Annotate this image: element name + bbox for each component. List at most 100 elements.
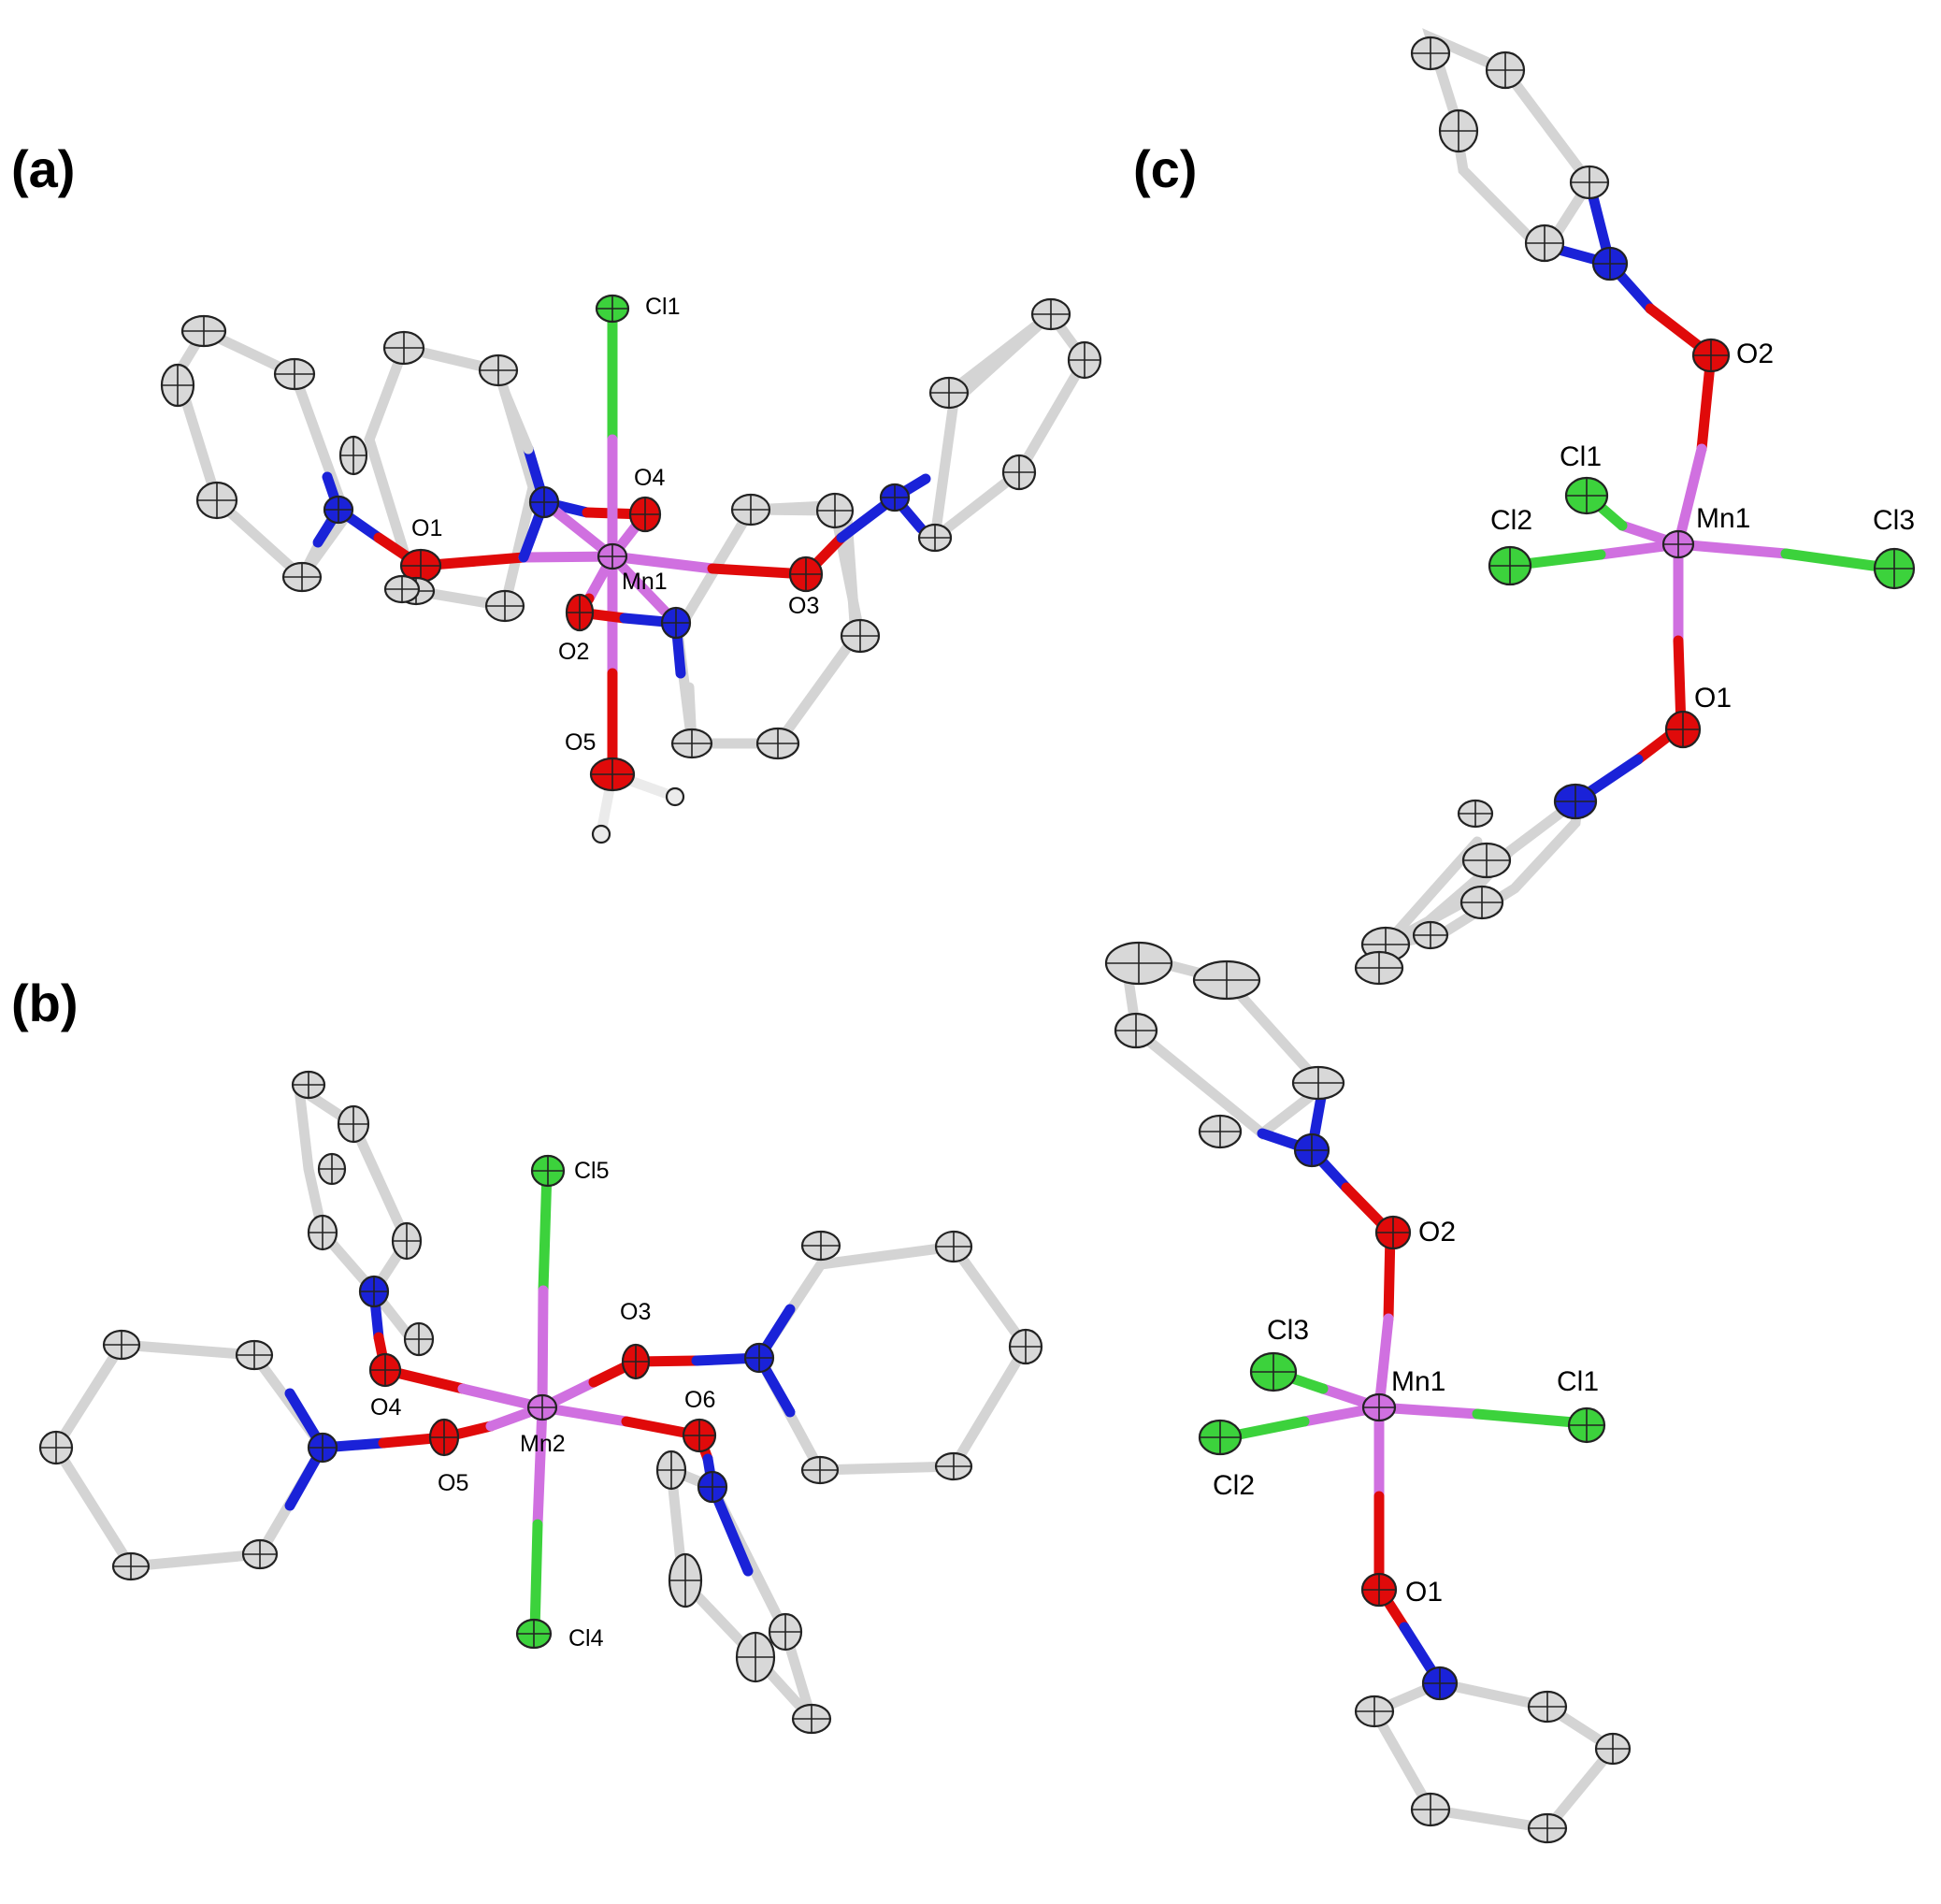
ellipsoid-axes — [1487, 52, 1524, 88]
bond-mn — [1673, 539, 1791, 559]
ellipsoid-axes — [598, 544, 626, 569]
label-upper-o2: O2 — [1736, 339, 1774, 369]
panel-a-carbon-atoms — [160, 297, 1102, 760]
bond-c — [499, 387, 534, 454]
ellipsoid-axes — [1666, 712, 1700, 747]
ellipsoid-axes — [1461, 887, 1502, 918]
label-lower-o2: O2 — [1418, 1217, 1456, 1248]
ellipsoid-axes — [360, 1277, 388, 1306]
ellipsoid-axes — [370, 1354, 400, 1386]
label-upper-cl2: Cl2 — [1490, 505, 1532, 536]
ellipsoid-axes — [1194, 961, 1259, 999]
ellipsoid-axes — [1596, 1734, 1630, 1764]
label-mn2: Mn2 — [520, 1431, 566, 1457]
label-upper-mn1: Mn1 — [1696, 503, 1750, 534]
ellipsoid-axes — [283, 563, 321, 591]
label-upper-o1: O1 — [1694, 683, 1732, 714]
ellipsoid-axes — [1200, 1116, 1241, 1147]
label-lower-o1: O1 — [1405, 1577, 1443, 1608]
ellipsoid-axes — [401, 550, 440, 582]
bond-mn — [537, 1285, 549, 1413]
ellipsoid-axes — [1362, 1574, 1396, 1606]
ellipsoid-axes — [1293, 1067, 1344, 1099]
ellipsoid-axes — [1529, 1692, 1566, 1722]
ellipsoid-axes — [930, 378, 968, 408]
ellipsoid-axes — [393, 1223, 421, 1259]
bond-c — [50, 1339, 329, 1572]
ellipsoid-axes — [1356, 1696, 1393, 1726]
ellipsoid-axes — [802, 1457, 838, 1483]
label-o5: O5 — [438, 1470, 468, 1496]
label-o1: O1 — [411, 515, 442, 541]
ellipsoid-axes — [340, 437, 367, 474]
label-lower-mn1: Mn1 — [1391, 1366, 1445, 1397]
panel-b-carbon-atoms — [38, 1070, 1043, 1735]
ellipsoid-axes — [1593, 248, 1627, 280]
ellipsoid-axes — [324, 497, 352, 523]
bond-c — [1367, 1678, 1621, 1834]
bond-cl — [529, 1519, 543, 1637]
label-o2: O2 — [558, 639, 589, 665]
ellipsoid-axes — [1003, 455, 1035, 489]
ellipsoid-axes — [1032, 299, 1070, 329]
ellipsoid-axes — [197, 483, 237, 518]
panel-c-upper-carbon-atoms — [1354, 36, 1610, 986]
label-cl5: Cl5 — [574, 1158, 610, 1184]
ellipsoid-axes — [1875, 549, 1914, 588]
ellipsoid-axes — [672, 729, 712, 757]
ellipsoid-axes — [769, 1614, 801, 1650]
ellipsoid-axes — [162, 365, 194, 406]
label-o5: O5 — [565, 729, 596, 756]
ellipsoid-axes — [338, 1106, 368, 1142]
ellipsoid-axes — [309, 1216, 337, 1249]
panel-c-lower-labels: O2 Cl3 Mn1 Cl1 Cl2 O1 — [1213, 1217, 1599, 1608]
ellipsoid-axes — [1423, 1667, 1457, 1699]
label-cl4: Cl4 — [568, 1625, 604, 1652]
panel-b: (b) — [11, 974, 1043, 1735]
label-o6: O6 — [684, 1387, 715, 1413]
panel-c-upper-bonds — [1369, 28, 1899, 974]
ellipsoid-axes — [1069, 342, 1100, 378]
ellipsoid-axes — [567, 595, 593, 630]
ellipsoid-axes — [591, 758, 634, 790]
bond-c — [1380, 836, 1483, 950]
label-upper-cl3: Cl3 — [1873, 505, 1915, 536]
panel-a: (a) — [11, 139, 1102, 844]
ellipsoid-axes — [1569, 1408, 1604, 1442]
label-o3: O3 — [788, 593, 819, 619]
ellipsoid-axes — [237, 1341, 272, 1369]
ellipsoid-axes — [1251, 1353, 1296, 1391]
ellipsoid-axes — [669, 1554, 701, 1607]
ellipsoid-axes — [293, 1072, 324, 1098]
ellipsoid-axes — [113, 1553, 149, 1579]
ellipsoid-axes — [1376, 1217, 1410, 1248]
ellipsoid-axes — [936, 1232, 971, 1262]
ellipsoid-axes — [309, 1434, 337, 1462]
panel-c-lower-carbon-atoms — [1104, 941, 1632, 1844]
ellipsoid-axes — [486, 591, 524, 621]
ellipsoid-axes — [104, 1331, 139, 1359]
panel-a-atom-labels: Cl1 O1 O4 Mn1 O3 O2 O5 — [411, 294, 819, 756]
ellipsoid-axes — [319, 1154, 345, 1184]
panel-c-lower-atoms — [1104, 941, 1632, 1844]
ellipsoid-axes — [1489, 547, 1531, 584]
ellipsoid-axes — [1663, 531, 1693, 557]
panel-c: (c) — [1104, 28, 1916, 1844]
label-cl1: Cl1 — [645, 294, 681, 320]
ellipsoid-axes — [793, 1705, 830, 1733]
ellipsoid-axes — [430, 1420, 458, 1455]
label-mn1: Mn1 — [622, 569, 668, 595]
label-lower-cl1: Cl1 — [1557, 1366, 1599, 1397]
ellipsoid-axes — [657, 1451, 685, 1489]
ellipsoid-axes — [385, 576, 419, 602]
panel-b-label: (b) — [11, 974, 79, 1032]
bond-c — [943, 309, 1057, 398]
ellipsoid-axes — [1412, 37, 1449, 69]
ellipsoid-axes — [1295, 1134, 1329, 1166]
ellipsoid-axes — [1463, 844, 1510, 877]
label-lower-cl3: Cl3 — [1267, 1315, 1309, 1346]
ellipsoid-axes — [790, 557, 822, 591]
bond-mn — [1373, 1313, 1394, 1413]
ellipsoid-axes — [1010, 1330, 1042, 1363]
